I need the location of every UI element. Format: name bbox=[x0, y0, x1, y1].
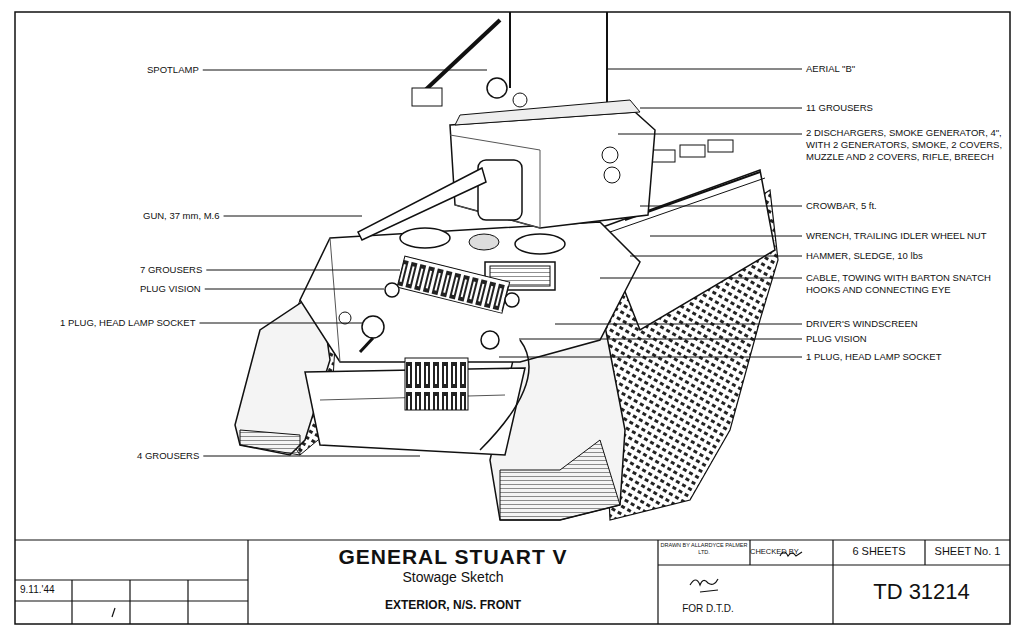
callout-label: 4 GROUSERS bbox=[137, 450, 199, 462]
callout-label: 7 GROUSERS bbox=[140, 264, 202, 276]
leader-line bbox=[555, 324, 802, 325]
callout-label: 2 DISCHARGERS, SMOKE GENERATOR, 4", WITH… bbox=[806, 127, 1006, 163]
callout-label: 11 GROUSERS bbox=[806, 102, 873, 114]
leader-line bbox=[206, 270, 400, 271]
leader-line bbox=[640, 108, 802, 109]
title-block-text: TD 31214 bbox=[833, 578, 1010, 606]
callout-label: WRENCH, TRAILING IDLER WHEEL NUT bbox=[806, 230, 987, 242]
title-block-text: EXTERIOR, N/S. FRONT bbox=[248, 598, 658, 613]
leader-line bbox=[630, 256, 802, 257]
callout-label: CABLE, TOWING WITH BARTON SNATCH HOOKS A… bbox=[806, 272, 996, 296]
leader-line bbox=[519, 339, 802, 340]
callout-label: CROWBAR, 5 ft. bbox=[806, 200, 877, 212]
leader-line bbox=[205, 289, 384, 290]
leader-line bbox=[607, 69, 802, 70]
callout-label: AERIAL "B" bbox=[806, 63, 855, 75]
leader-line bbox=[499, 357, 802, 358]
title-block-text: DRAWN BY ALLARDYCE PALMER LTD. bbox=[660, 542, 748, 556]
title-block-text: 6 SHEETS bbox=[833, 545, 925, 559]
callout-label: HAMMER, SLEDGE, 10 lbs bbox=[806, 250, 923, 262]
callout-label: PLUG VISION bbox=[806, 333, 867, 345]
leader-line bbox=[203, 70, 487, 71]
callout-label: SPOTLAMP bbox=[147, 64, 199, 76]
title-block-text: SHEET No. 1 bbox=[925, 545, 1010, 559]
title-block-text: CHECKED BY bbox=[750, 547, 790, 556]
leader-line bbox=[203, 456, 420, 457]
callout-label: PLUG VISION bbox=[140, 283, 201, 295]
title-block-text: Stowage Sketch bbox=[248, 569, 658, 587]
leader-line bbox=[600, 278, 802, 279]
callout-label: 1 PLUG, HEAD LAMP SOCKET bbox=[60, 317, 196, 329]
callout-label: 1 PLUG, HEAD LAMP SOCKET bbox=[806, 351, 942, 363]
callout-label: GUN, 37 mm, M.6 bbox=[143, 210, 220, 222]
leader-line bbox=[224, 216, 362, 217]
title-block-text: FOR D.T.D. bbox=[660, 603, 756, 616]
leader-line bbox=[650, 236, 802, 237]
callout-label: DRIVER'S WINDSCREEN bbox=[806, 318, 918, 330]
leader-line bbox=[200, 323, 362, 324]
drawing-title: GENERAL STUART V bbox=[248, 544, 658, 570]
leader-line bbox=[618, 134, 802, 135]
title-block-text: 9.11.'44 bbox=[20, 584, 55, 597]
leader-line bbox=[640, 206, 802, 207]
